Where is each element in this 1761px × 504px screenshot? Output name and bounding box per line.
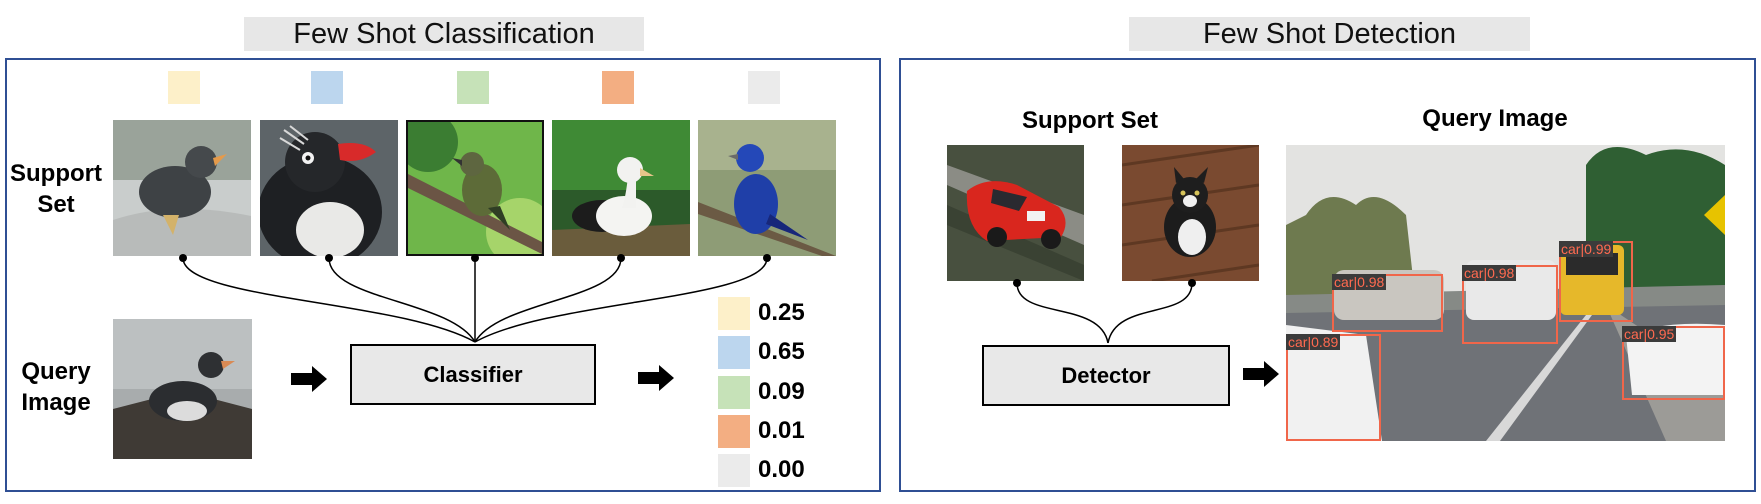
connector-support-2 [328,257,476,343]
detection-connectors [1016,282,1193,344]
connector-support-4 [474,257,622,343]
connector-support-car [1016,282,1109,344]
connector-support-cat [1107,282,1193,344]
score-swatch-5 [718,454,750,487]
classification-query-label: Query Image [21,358,91,416]
score-value-3: 0.09 [758,378,805,405]
detection-label-2: car|0.98 [1462,265,1517,281]
class-swatch-2 [311,71,343,104]
arrow-classifier-to-scores [638,365,674,391]
score-swatch-2 [718,336,750,369]
detector-box: Detector [982,345,1230,406]
classifier-box: Classifier [350,344,596,405]
connector-dot-5 [763,254,771,262]
class-swatch-3 [457,71,489,104]
class-swatch-4 [602,71,634,104]
class-swatch-1 [168,71,200,104]
classification-connector-dots [179,254,771,262]
score-swatch-1 [718,297,750,330]
query-image-street [1286,145,1725,441]
support-image-bluebird [698,120,836,256]
score-value-4: 0.01 [758,417,805,444]
detection-query-label: Query Image [1422,105,1568,132]
classification-title: Few Shot Classification [244,17,644,51]
detection-label-3: car|0.99 [1559,241,1614,257]
connector-support-1 [182,257,476,343]
classification-support-label: Support Set [10,160,102,218]
detection-label-1: car|0.98 [1332,274,1387,290]
detection-box-3: car|0.99 [1559,241,1633,322]
detection-box-2: car|0.98 [1462,265,1558,344]
score-value-2: 0.65 [758,338,805,365]
connector-dot-2 [325,254,333,262]
connector-dot-3 [471,254,479,262]
class-swatch-5 [748,71,780,104]
detection-support-label: Support Set [1022,107,1158,134]
support-image-cat [1122,145,1259,281]
connector-support-5 [474,257,768,343]
connector-dot-4 [617,254,625,262]
detection-box-1: car|0.98 [1332,274,1443,332]
detection-label-5: car|0.95 [1622,326,1677,342]
support-image-penguin [260,120,398,256]
score-value-5: 0.00 [758,456,805,483]
support-image-auklet [113,120,251,256]
arrow-query-to-classifier [291,366,327,392]
connector-dot-1 [179,254,187,262]
support-image-songbird [406,120,544,256]
detection-label-4: car|0.89 [1286,334,1341,350]
connector-dot-car [1013,279,1021,287]
classification-connectors [182,257,768,343]
support-image-albatross [552,120,690,256]
score-swatch-4 [718,415,750,448]
detection-box-4: car|0.89 [1286,334,1381,441]
arrow-detector-to-query [1243,361,1279,387]
score-swatch-3 [718,376,750,409]
detection-title: Few Shot Detection [1129,17,1530,51]
score-value-1: 0.25 [758,299,805,326]
detection-box-5: car|0.95 [1622,326,1725,400]
query-image-bird [113,319,252,459]
connector-dot-cat [1188,279,1196,287]
support-image-rally-car [947,145,1084,281]
